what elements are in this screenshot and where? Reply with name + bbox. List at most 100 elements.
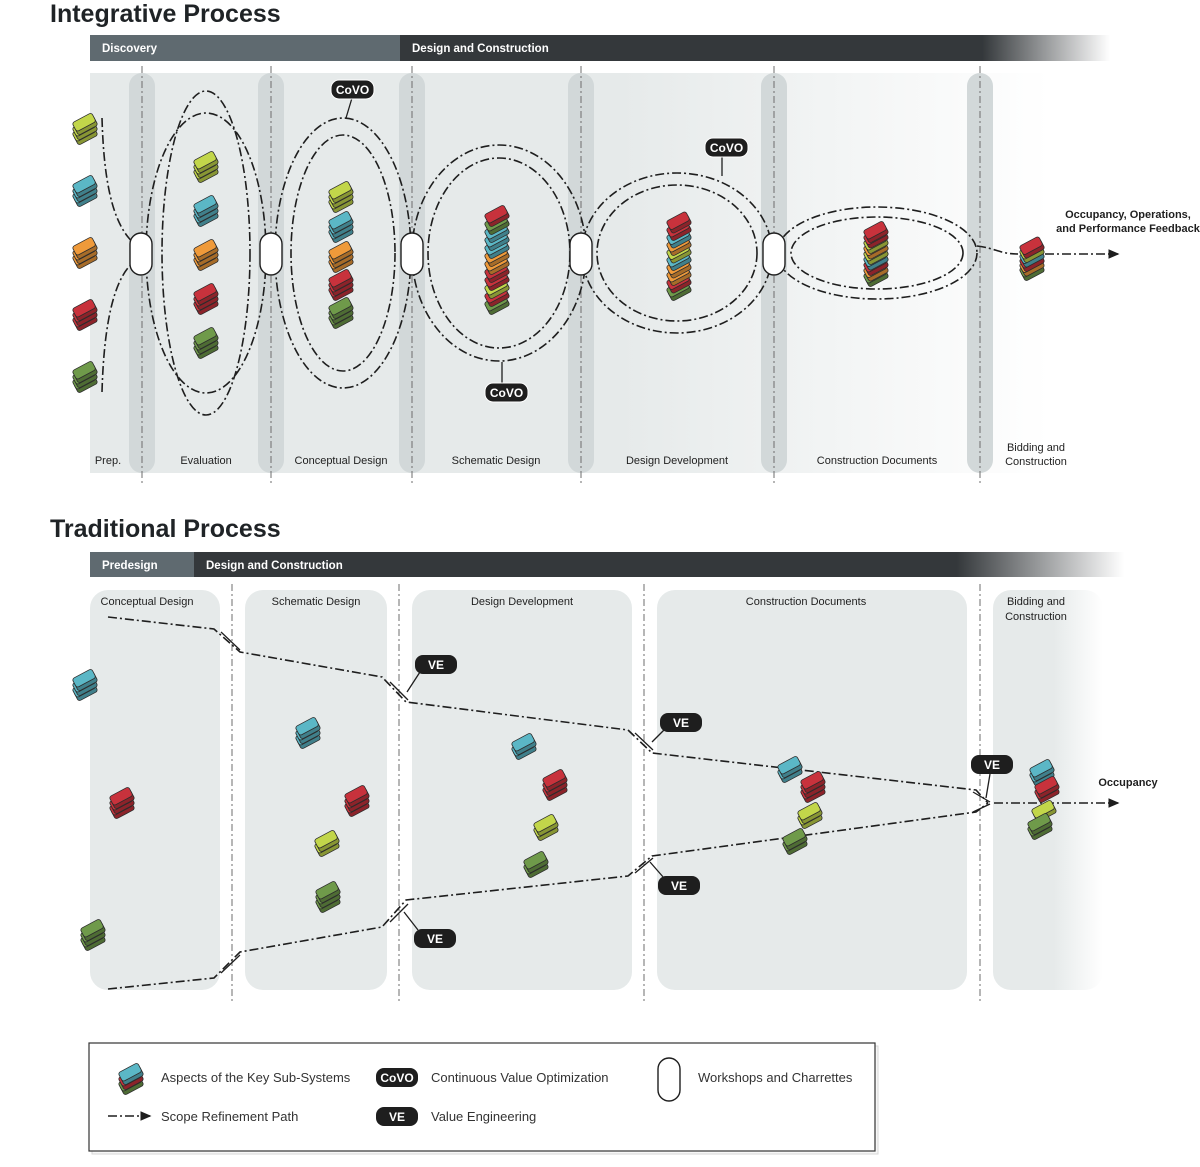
phase-label-prep: Prep.	[95, 455, 121, 467]
band-design-construction-label: Design and Construction	[412, 43, 549, 55]
phase-label-construction-documents: Construction Documents	[746, 596, 867, 608]
panel-design-development	[412, 590, 632, 990]
subsystem-card	[511, 733, 537, 755]
subsystem-card	[118, 1063, 144, 1085]
subsystem-card	[797, 802, 823, 824]
phase-label-construction: Construction	[1005, 456, 1067, 468]
subsystem-card	[72, 175, 98, 197]
subsystem-card	[193, 327, 219, 349]
subsystem-card	[328, 297, 354, 319]
subsystem-card	[193, 283, 219, 305]
panel-schematic	[245, 590, 387, 990]
subsystem-card	[1029, 759, 1055, 781]
legend-covo-icon	[376, 1068, 418, 1087]
legend-scope-path-label: Scope Refinement Path	[161, 1109, 298, 1124]
legend-aspects-label: Aspects of the Key Sub-Systems	[161, 1070, 351, 1085]
scope-path	[101, 117, 141, 249]
phase-label-design-development: Design Development	[471, 596, 573, 608]
panel-conceptual	[90, 590, 220, 990]
integrative-outcome-line1: Occupancy, Operations,	[1065, 209, 1191, 221]
band-design-construction-label: Design and Construction	[206, 560, 343, 572]
integrative-header-band: Discovery Design and Construction	[90, 35, 1110, 61]
subsystem-card	[315, 881, 341, 903]
subsystem-card	[328, 211, 354, 233]
subsystem-card	[484, 205, 510, 227]
svg-text:CoVO: CoVO	[336, 83, 369, 97]
integrative-outcome-line2: and Performance Feedback	[1056, 223, 1200, 235]
svg-text:VE: VE	[427, 932, 443, 946]
subsystem-card	[314, 830, 340, 852]
scope-path-upper	[107, 616, 989, 804]
subsystem-card	[1019, 236, 1045, 259]
workshop-pill-icon	[129, 232, 153, 276]
ve-badge: VE	[649, 861, 700, 895]
covo-badge: CoVO	[484, 362, 529, 403]
band-design-construction	[194, 552, 1124, 577]
band-discovery-label: Discovery	[102, 43, 158, 55]
traditional-outcome: Occupancy	[1098, 777, 1158, 789]
band-predesign-label: Predesign	[102, 560, 158, 572]
subsystem-card	[1027, 813, 1053, 835]
subsystem-card	[782, 828, 808, 850]
band-discovery	[90, 35, 400, 61]
legend: Aspects of the Key Sub-Systems Scope Ref…	[88, 1042, 879, 1155]
integrative-workshops	[129, 232, 786, 276]
traditional-subsystem-stacks	[72, 669, 1060, 951]
legend-workshop-icon	[657, 1057, 681, 1102]
traditional-phase-labels: Conceptual Design Schematic Design Desig…	[101, 596, 1067, 623]
subsystem-card	[328, 269, 354, 291]
scope-path-lower	[107, 802, 989, 990]
subsystem-card	[533, 814, 559, 836]
legend-ve-label: Value Engineering	[431, 1109, 536, 1124]
phase-label-construction: Construction	[1005, 611, 1067, 623]
workshop-pill-icon	[569, 232, 593, 276]
scope-path	[101, 257, 141, 393]
workshop-pill-icon	[259, 232, 283, 276]
svg-text:VE: VE	[428, 658, 444, 672]
traditional-panels	[90, 584, 1103, 1002]
subsystem-card	[800, 771, 826, 793]
traditional-header-band: Predesign Design and Construction	[90, 552, 1124, 577]
ve-badge: VE	[403, 911, 456, 948]
workshop-pill-icon	[400, 232, 424, 276]
subsystem-card	[523, 851, 549, 873]
svg-text:VE: VE	[671, 879, 687, 893]
traditional-title: Traditional Process	[50, 515, 281, 543]
svg-text:VE: VE	[984, 758, 1000, 772]
integrative-phase-labels: Prep. Evaluation Conceptual Design Schem…	[95, 442, 1067, 468]
subsystem-card	[542, 769, 568, 791]
ve-badge: VE	[406, 655, 457, 693]
traditional-scope-paths	[107, 616, 1120, 990]
phase-label-conceptual-design: Conceptual Design	[295, 455, 388, 467]
covo-badge: CoVO	[330, 79, 375, 119]
legend-covo-label: Continuous Value Optimization	[431, 1070, 609, 1085]
legend-box	[88, 1042, 876, 1152]
subsystem-card	[72, 669, 98, 691]
scope-loop-design-development	[596, 184, 758, 322]
subsystem-card	[193, 195, 219, 217]
scope-path	[976, 245, 1019, 255]
phase-label-schematic-design: Schematic Design	[272, 596, 361, 608]
integrative-subsystem-stacks	[72, 113, 1045, 393]
legend-ve-icon	[376, 1107, 418, 1126]
svg-text:CoVO: CoVO	[710, 141, 743, 155]
svg-text:VE: VE	[673, 716, 689, 730]
subsystem-card	[328, 181, 354, 203]
subsystem-card	[72, 113, 98, 135]
subsystem-card	[72, 361, 98, 383]
subsystem-card	[72, 237, 98, 259]
integrative-title: Integrative Process	[50, 0, 281, 28]
scope-loop-conceptual	[290, 134, 396, 372]
phase-label-evaluation: Evaluation	[180, 455, 231, 467]
subsystem-card	[72, 299, 98, 321]
covo-badge: CoVO	[704, 137, 749, 176]
subsystem-card	[80, 919, 106, 941]
phase-label-bidding: Bidding and	[1007, 596, 1065, 608]
scope-loop-construction-docs	[776, 206, 978, 300]
scope-loop-construction-docs	[790, 216, 964, 290]
svg-text:CoVO: CoVO	[490, 386, 523, 400]
subsystem-card	[193, 151, 219, 173]
subsystem-card	[666, 211, 692, 234]
legend-workshops-label: Workshops and Charrettes	[698, 1070, 853, 1085]
subsystem-card	[777, 756, 803, 778]
